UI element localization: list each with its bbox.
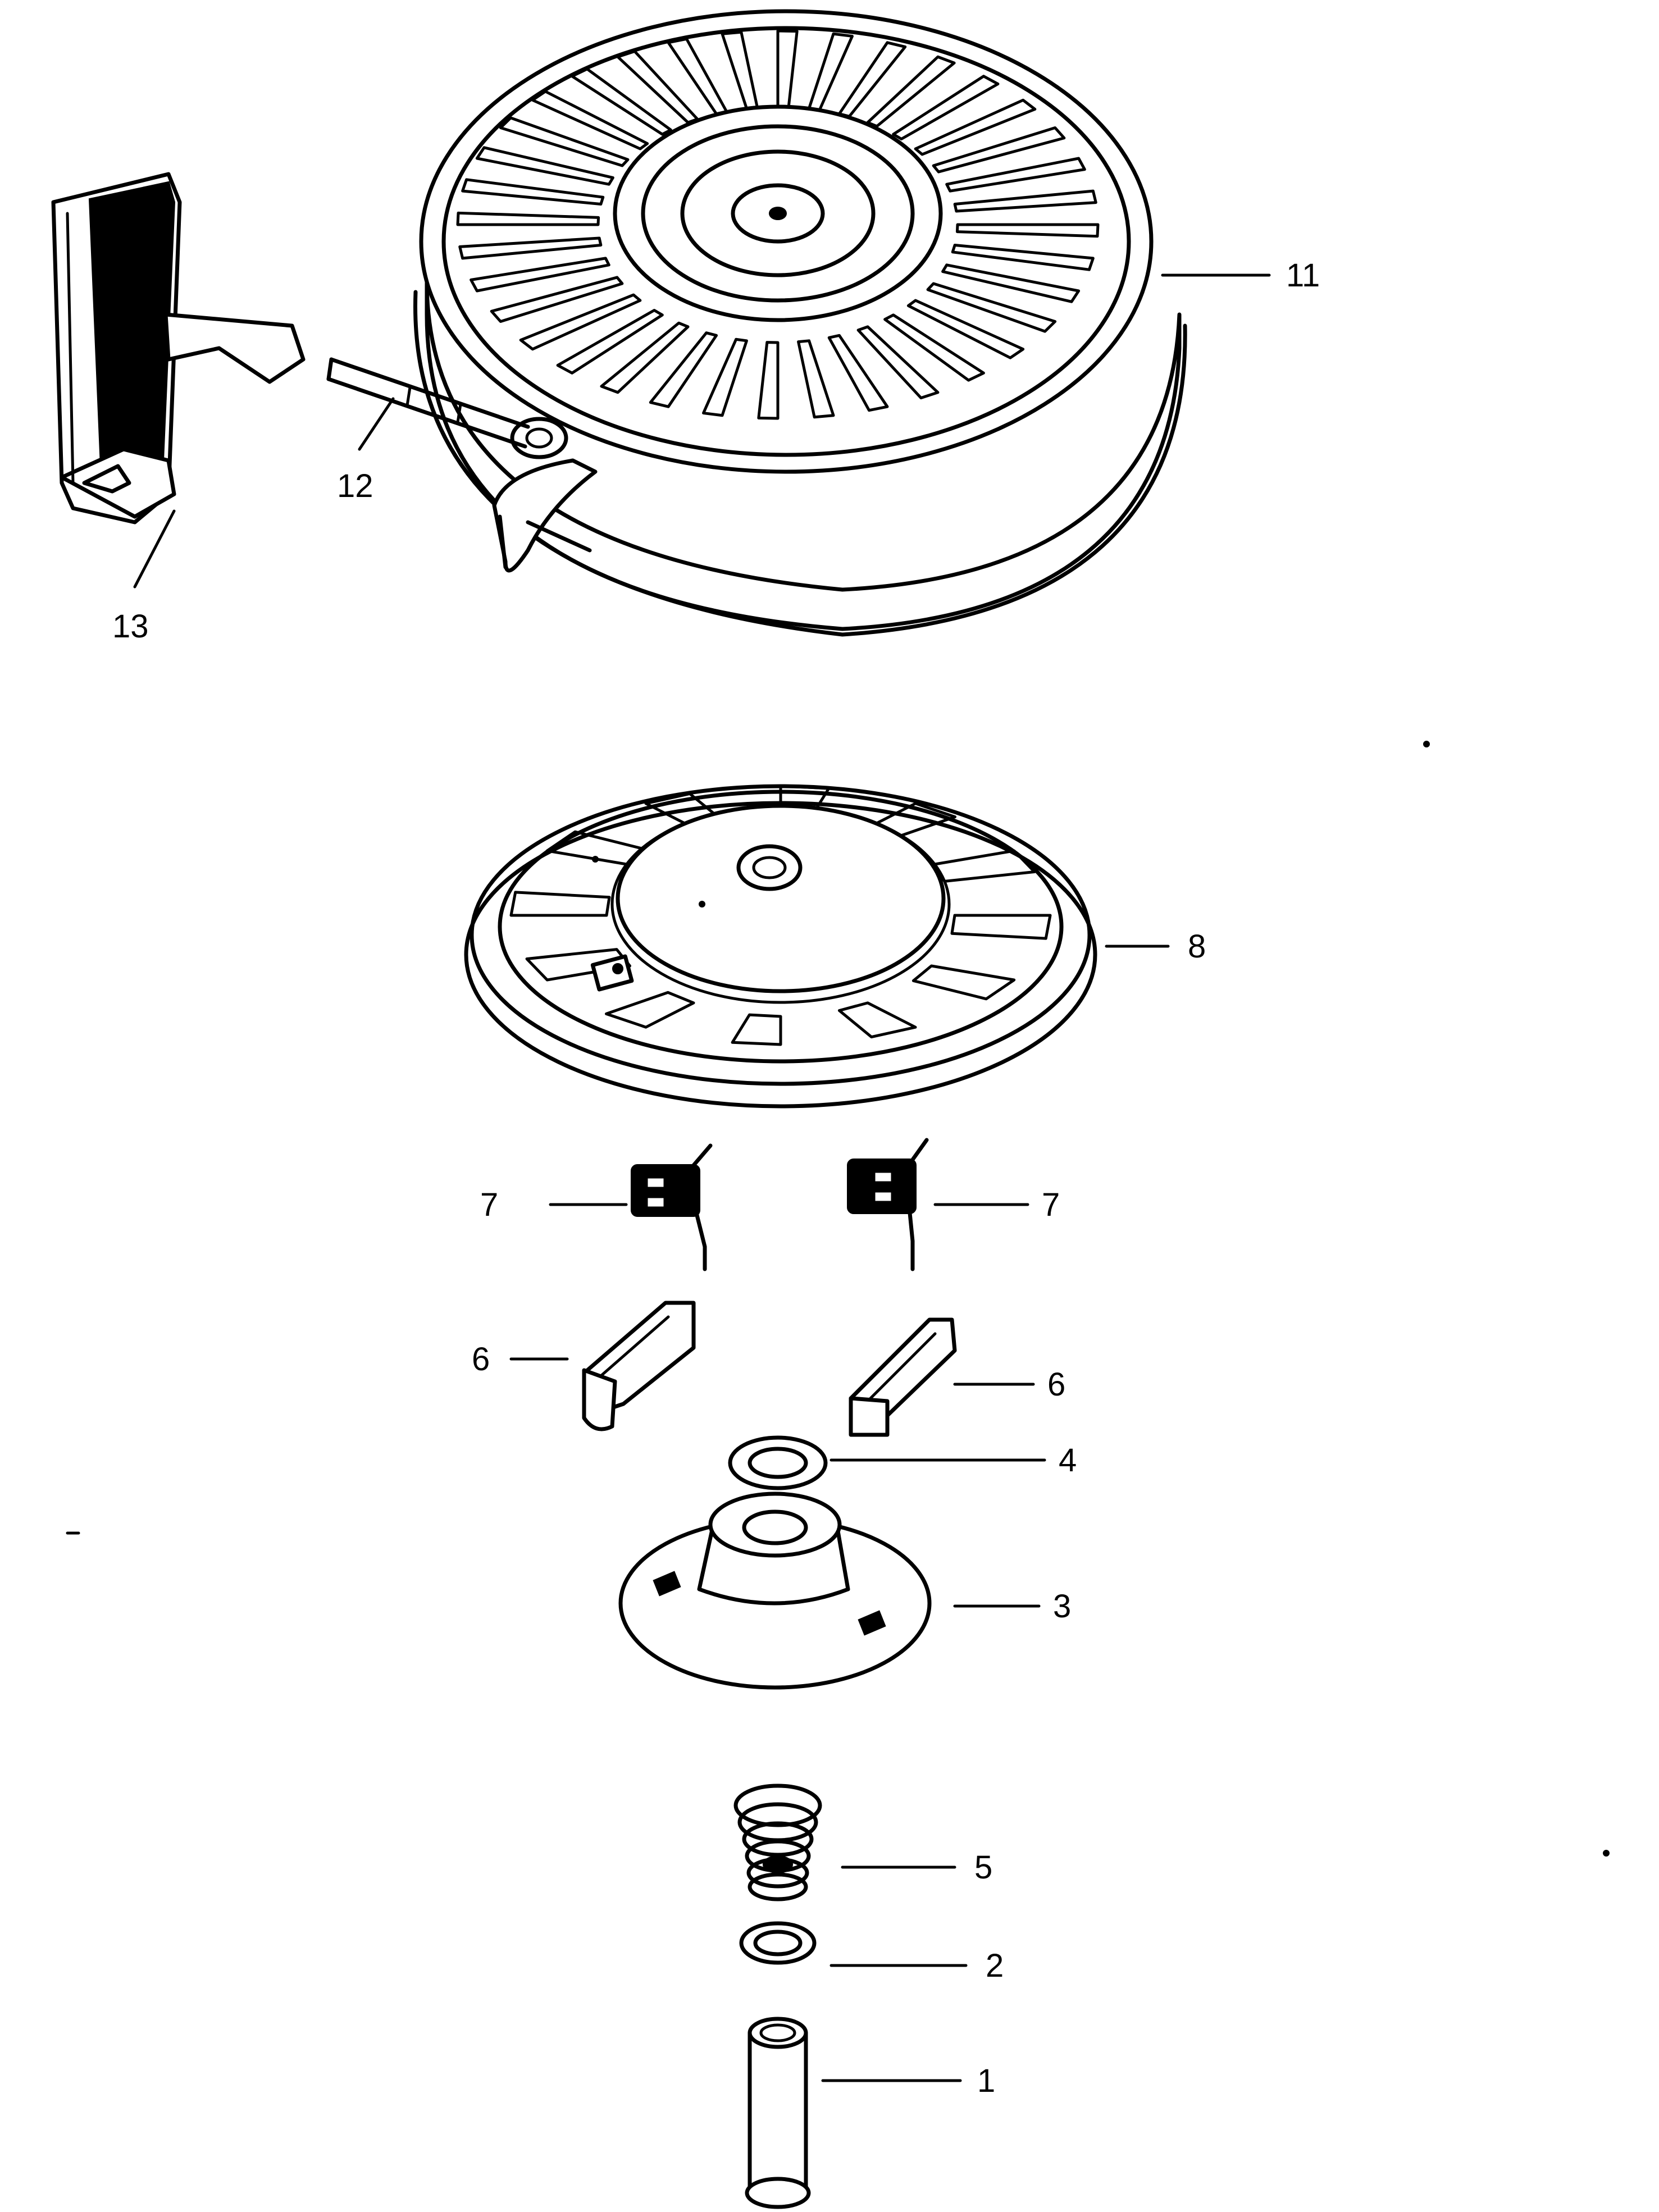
callout-labels: 11 12 13 8 7 7 6 6 4 3 5 2 1: [112, 257, 1320, 2099]
callout-3: 3: [1053, 1588, 1071, 1625]
vent-slot: [914, 98, 1037, 156]
vent-slot: [883, 313, 985, 382]
pulley-spoke: [604, 991, 695, 1029]
vent-slot: [458, 236, 603, 260]
pulley-spoke: [950, 914, 1052, 940]
vent-slot: [951, 243, 1095, 271]
part-pawl-spring-left: [631, 1143, 713, 1271]
vent-slot: [531, 90, 649, 150]
vent-slot: [827, 334, 889, 412]
vent-slot: [649, 331, 718, 408]
part-pawl-left: [582, 1301, 696, 1431]
callout-5: 5: [974, 1849, 992, 1886]
part-starter-rope: [326, 357, 530, 449]
part-pawl-right: [849, 1317, 957, 1437]
vent-slot: [932, 126, 1066, 174]
vent-slot: [702, 337, 748, 417]
pulley-spoke: [525, 948, 632, 982]
part-retainer-plate: [618, 1492, 932, 1690]
part-pulley: [464, 784, 1097, 1109]
leader-lines: [133, 273, 1271, 2082]
pulley-spoke: [509, 891, 611, 917]
pulley-spoke: [731, 1013, 782, 1046]
vent-slot: [941, 263, 1081, 303]
part-starter-housing: [413, 9, 1187, 637]
pulley-spoke: [837, 1001, 917, 1039]
vent-slot: [475, 146, 614, 186]
part-washer: [728, 1435, 828, 1490]
leader-13: [133, 509, 176, 589]
callout-7-right: 7: [1042, 1187, 1060, 1223]
callout-6-right: 6: [1047, 1366, 1065, 1403]
callout-2: 2: [986, 1948, 1004, 1984]
callout-12: 12: [337, 468, 373, 504]
callout-7-left: 7: [480, 1187, 498, 1223]
part-shaft-pin: [745, 2017, 811, 2209]
callout-1: 1: [977, 2063, 995, 2099]
callout-13: 13: [112, 608, 149, 645]
vent-slot: [945, 157, 1086, 193]
part-coil-spring: [733, 1784, 822, 1901]
vent-slot: [856, 325, 940, 400]
part-starter-handle: [51, 172, 306, 525]
scan-specks: [66, 741, 1610, 1857]
part-pawl-spring-right: [847, 1138, 929, 1271]
vent-slot: [797, 339, 835, 419]
vent-slot: [461, 178, 605, 206]
vent-slot: [906, 299, 1025, 359]
callout-4: 4: [1059, 1442, 1077, 1479]
vent-slot: [600, 321, 690, 394]
vent-slot: [926, 282, 1057, 333]
leader-12: [358, 397, 395, 451]
vent-slot: [953, 189, 1097, 213]
vent-slot: [571, 67, 672, 136]
callout-11: 11: [1286, 257, 1320, 294]
part-spacer-ring: [739, 1921, 817, 1965]
vent-slots: [456, 29, 1100, 420]
callout-8: 8: [1188, 928, 1206, 965]
vent-slot: [757, 341, 780, 420]
vent-slot: [519, 293, 642, 351]
vent-slot: [892, 75, 1000, 141]
vent-slot: [866, 55, 956, 128]
vent-slot: [456, 211, 600, 226]
vent-slot: [955, 223, 1100, 238]
vent-slot: [490, 276, 624, 323]
pulley-spoke: [911, 964, 1016, 1001]
vent-slot: [499, 116, 630, 167]
vent-slot: [470, 257, 610, 293]
callout-6-left: 6: [472, 1341, 490, 1378]
vent-slot: [556, 308, 664, 375]
